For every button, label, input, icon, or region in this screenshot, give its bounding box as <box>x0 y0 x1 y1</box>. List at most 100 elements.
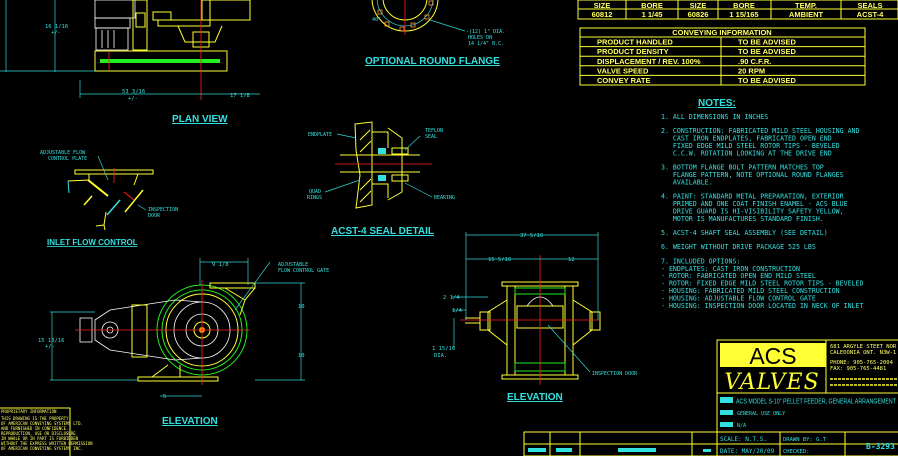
inlet-door-label: DOOR <box>148 213 161 219</box>
spec-header: BORE <box>641 1 663 10</box>
elev-r-inspection-door: INSPECTION DOOR <box>592 371 638 377</box>
spec-header: TEMP. <box>795 1 817 10</box>
elev-r-dim-b: 1/4 <box>452 308 463 314</box>
conveying-title: CONVEYING INFORMATION <box>672 28 771 37</box>
drawing-title: ACS MODEL S-10" PELLET FEEDER, GENERAL A… <box>736 397 896 406</box>
conveying-table: CONVEYING INFORMATION PRODUCT HANDLED TO … <box>579 27 866 86</box>
seal-teflon-label: SEAL <box>425 134 437 140</box>
note-line: - ROTOR: FIXED EDGE MILD STEEL ROTOR TIP… <box>661 280 863 288</box>
conveying-value: TO BE ADVISED <box>738 76 797 85</box>
note-line: - HOUSING: ADJUSTABLE FLOW CONTROL GATE <box>661 294 816 302</box>
spec-value: 1 1/45 <box>642 10 663 19</box>
note-line: - ROTOR: FABRICATED OPEN END MILD STEEL <box>661 272 816 280</box>
spec-value: 1 15/165 <box>729 10 758 19</box>
conveying-label: PRODUCT HANDLED <box>597 38 673 47</box>
flow-plate-label: ADJUSTABLE FLOW <box>40 150 86 156</box>
conveying-value: TO BE ADVISED <box>738 38 797 47</box>
conveying-value: .90 C.F.R. <box>738 57 771 66</box>
drawn-by: DRAWN BY: G.T <box>783 437 827 443</box>
round-flange-view: 40° -(12) 1" DIA. HOLES ON 14 1/4" B.C. … <box>365 0 505 67</box>
seal-teflon-label: TEFLON <box>425 128 443 134</box>
spec-value: 60826 <box>688 10 709 19</box>
fax: FAX: 905-765-4481 <box>830 366 886 372</box>
spec-value: ACST-4 <box>857 10 885 19</box>
plan-view: 16 1/16 +/- 53 3/16 +/- 17 1/8 PLAN VIEW <box>0 0 260 125</box>
proprietary-line: IN WHOLE OR IN PART IS FORBIDDEN <box>1 436 79 441</box>
seal-detail-title: ACST-4 SEAL DETAIL <box>331 226 434 237</box>
note-line: MOTOR IS MANUFACTURES STANDARD FINISH. <box>661 215 824 223</box>
note-line: FLANGE PATTERN, NOTE OPTIONAL ROUND FLAN… <box>661 171 844 179</box>
seal-endplate-label: ENDPLATE <box>308 132 332 138</box>
seal-detail-view: ENDPLATE TEFLON SEAL QUAD RINGS BEARING … <box>307 121 455 237</box>
seal-bearing-label: BEARING <box>434 195 455 201</box>
address-line: CALEDONIA ONT. N3W-1 <box>830 350 896 356</box>
elev-r-dim-overall: 37 5/16 <box>520 233 543 239</box>
elev-dim-upper: 10 <box>298 304 305 310</box>
note-line: - HOUSING: INSPECTION DOOR LOCATED IN NE… <box>661 302 863 310</box>
conveying-label: PRODUCT DENSITY <box>597 47 669 56</box>
elev-r-dim-shaft: 1 15/16 <box>432 346 455 352</box>
title-block: ACS VALVES 681 ARGYLE STEET NOR CALEDONI… <box>523 339 898 456</box>
conveying-value: TO BE ADVISED <box>738 47 797 56</box>
phone: PHONE: 905-765-2004 <box>830 360 894 366</box>
note-line: PRIMED AND ONE COAT FINISH ENAMEL - ACS … <box>661 200 848 208</box>
conveying-label: DISPLACEMENT / REV. 100% <box>597 57 701 66</box>
spec-header: SEALS <box>857 1 882 10</box>
spec-value: AMBIENT <box>789 10 824 19</box>
address-line: 681 ARGYLE STEET NOR <box>830 344 897 350</box>
plan-dim-tolerance: +/- <box>51 30 61 36</box>
note-line: 1. ALL DIMENSIONS IN INCHES <box>661 113 768 121</box>
plan-dim-height: 16 1/16 <box>45 24 68 30</box>
conveying-value: 20 RPM <box>738 66 765 75</box>
flange-holes-note: -(12) 1" DIA. <box>466 29 505 35</box>
note-line: 2. CONSTRUCTION: FABRICATED MILD STEEL H… <box>661 127 860 135</box>
elev-dim-bottom: 5 <box>163 394 166 400</box>
plan-dim-width: 53 3/16 <box>122 89 145 95</box>
elev-r-dim-a: 2 1/4 <box>443 295 460 301</box>
plan-view-title: PLAN VIEW <box>172 114 228 125</box>
note-line: CAST IRON ENDPLATES, FABRICATED OPEN END <box>661 135 832 143</box>
elev-gate-label: FLOW CONTROL GATE <box>278 268 329 274</box>
proprietary-line: THIS DRAWING IS THE PROPERTY <box>1 416 69 421</box>
note-line: AVAILABLE. <box>661 178 713 186</box>
flange-holes-note: 14 1/4" B.C. <box>468 41 504 47</box>
note-line: FIXED EDGE MILD STEEL ROTOR TIPS - BEVEL… <box>661 142 840 150</box>
proprietary-line: OF AMERICAN CONVEYING SYSTEMS LTD. <box>1 421 83 426</box>
elev-gate-label: ADJUSTABLE <box>278 262 308 268</box>
date: DATE: MAY/20/09 <box>720 448 775 455</box>
elevation-left-view: 9 1/8 ADJUSTABLE FLOW CONTROL GATE 15 13… <box>38 258 329 427</box>
elev-dim-left-tolerance: +/- <box>45 344 55 350</box>
spec-header: SIZE <box>690 1 707 10</box>
elevation-right-title: ELEVATION <box>507 392 563 403</box>
usage-note: GENERAL USE ONLY <box>737 411 785 417</box>
conveying-label: CONVEY RATE <box>597 76 650 85</box>
plan-dim-right: 17 1/8 <box>230 93 250 99</box>
note-line: DRIVE GUARD IS HI-VISIBILITY SAFETY YELL… <box>661 207 844 215</box>
elev-r-dim-right: 12 <box>568 257 575 263</box>
proprietary-line: OF AMERICAN CONVEYING SYSTEMS INC. <box>1 446 83 451</box>
elev-dim-left: 15 13/16 <box>38 338 65 344</box>
note-line: 4. PAINT: STANDARD METAL PREPARATION, EX… <box>661 193 844 201</box>
plan-dim-width-tolerance: +/- <box>128 96 138 102</box>
inlet-flow-control-title: INLET FLOW CONTROL <box>47 238 138 247</box>
scale: SCALE: N.T.S. <box>720 436 767 443</box>
note-line: 5. ACST-4 SHAFT SEAL ASSEMBLY (SEE DETAI… <box>661 229 828 237</box>
proprietary-line: WITHOUT THE EXPRESS WRITTEN PERMISSION <box>1 441 93 446</box>
notes-title: NOTES: <box>698 98 736 109</box>
spec-header: SIZE <box>594 1 611 10</box>
proprietary-box: PROPRIETARY INFORMATION THIS DRAWING IS … <box>0 407 93 456</box>
note-line: - HOUSING: FABRICATED MILD STEEL CONSTRU… <box>661 287 840 295</box>
inlet-door-label: INSPECTION <box>148 207 178 213</box>
logo-valves: VALVES <box>724 370 819 395</box>
checked-by: CHECKED: <box>783 449 810 455</box>
note-line: 6. WEIGHT WITHOUT DRIVE PACKAGE 525 LBS <box>661 243 816 251</box>
revision-note: N/A <box>737 423 746 429</box>
drawing-number: B-3293 <box>866 442 895 451</box>
note-line: 3. BOTTOM FLANGE BOLT PATTERN MATCHES TO… <box>661 164 824 172</box>
seal-quad-rings-label: QUAD <box>309 189 321 195</box>
round-flange-title: OPTIONAL ROUND FLANGE <box>365 56 500 67</box>
elevation-left-title: ELEVATION <box>162 416 218 427</box>
conveying-label: VALVE SPEED <box>597 66 649 75</box>
inlet-flow-control-view: ADJUSTABLE FLOW CONTROL PLATE INSPECTION… <box>40 150 178 247</box>
elev-r-dim-shaft: DIA. <box>434 353 447 359</box>
